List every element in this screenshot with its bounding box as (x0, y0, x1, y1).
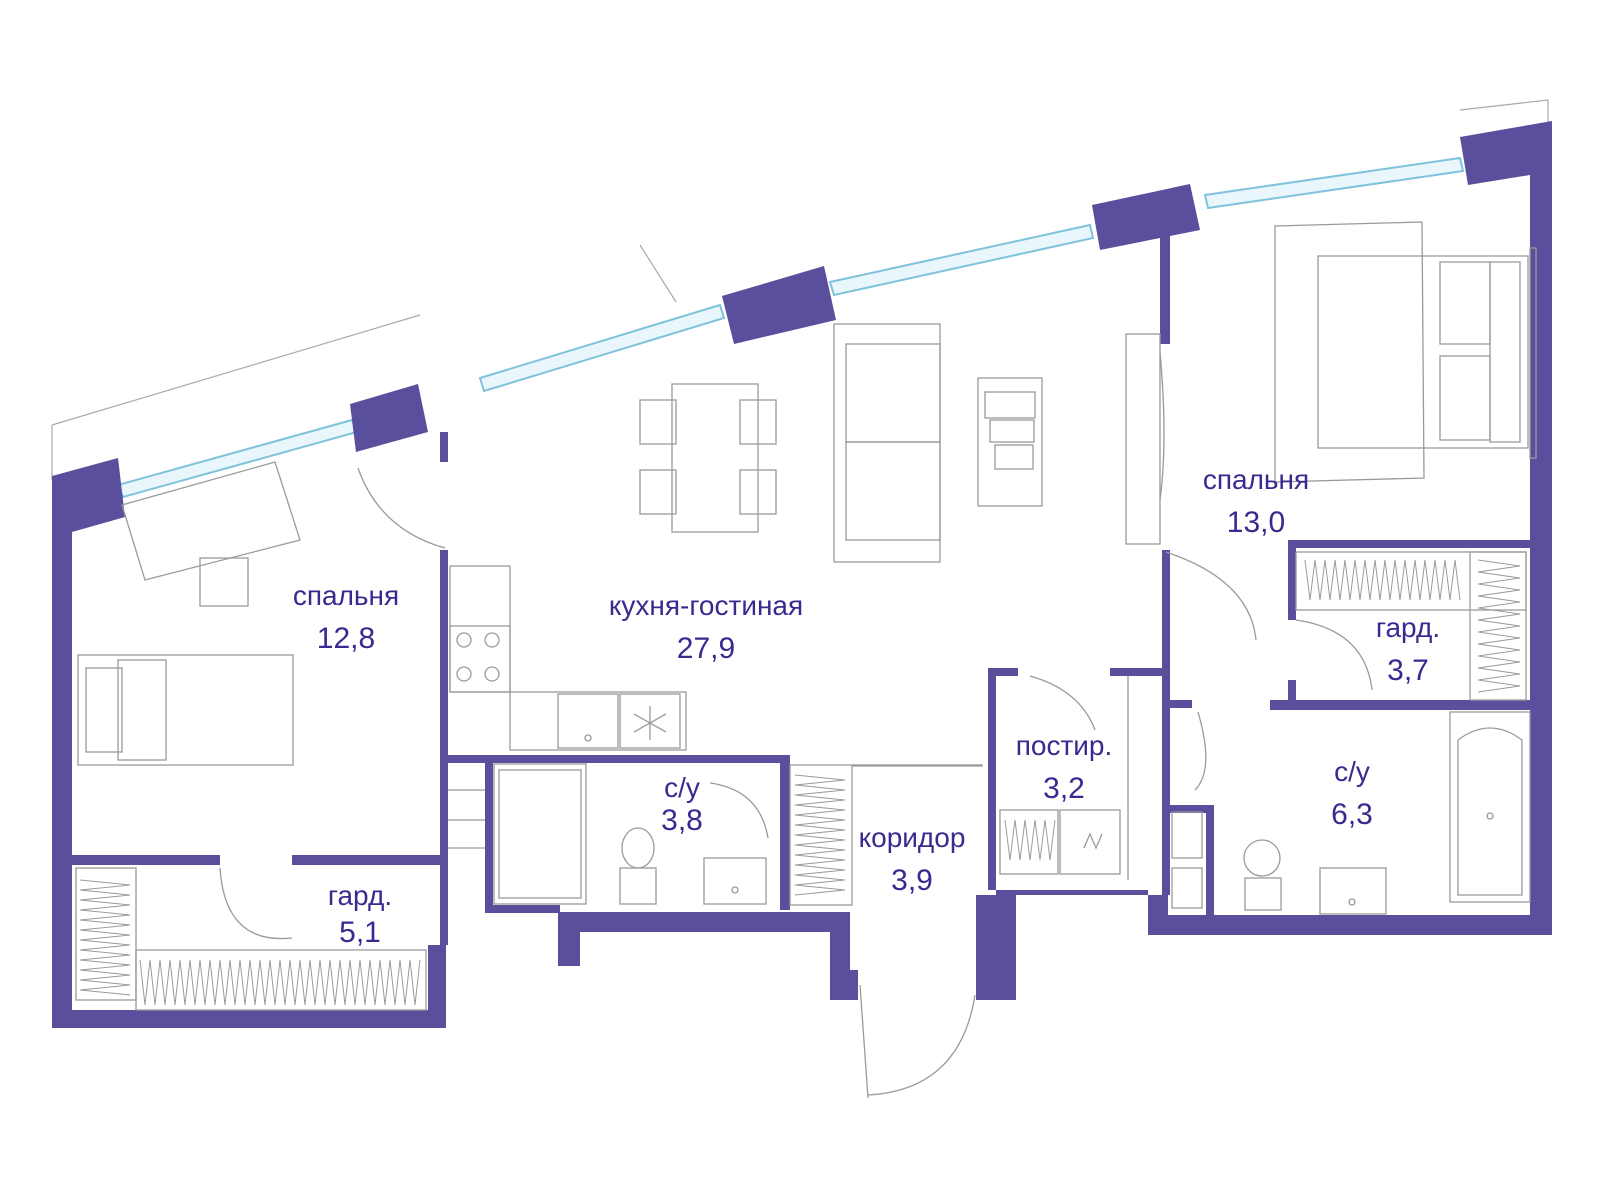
room-name: спальня (292, 580, 400, 611)
room-area: 3,9 (891, 864, 933, 897)
room-name: гард. (327, 880, 393, 911)
tv-unit (1125, 333, 1161, 545)
room-label-bedroom-left: спальня 12,8 (293, 582, 399, 654)
room-area: 5,1 (339, 916, 381, 949)
window-glazing (116, 156, 1465, 499)
laundry-fixtures (999, 675, 1129, 880)
room-area: 27,9 (676, 632, 736, 665)
dining-table (639, 383, 777, 533)
door-arc (867, 994, 976, 1096)
door-arc (1295, 619, 1373, 691)
room-label-bedroom-right: спальня 13,0 (1203, 466, 1309, 538)
kitchen (449, 565, 687, 751)
room-label-wardrobe-right: гард. 3,7 (1376, 614, 1440, 686)
door-arc (357, 467, 446, 549)
room-label-bath-right: с/у 6,3 (1331, 758, 1373, 830)
bathroom-right-fixtures (1171, 711, 1531, 915)
wardrobe-right-rail (1295, 551, 1527, 611)
room-name: гард. (1375, 612, 1441, 643)
wardrobe-left-rails (75, 867, 427, 1011)
room-label-corridor: коридор 3,9 (859, 824, 966, 896)
room-label-kitchen-living: кухня-гостиная 27,9 (609, 592, 803, 664)
room-name: с/у (1334, 756, 1370, 787)
room-label-wardrobe-left: гард. 5,1 (328, 882, 392, 948)
room-area: 3,8 (661, 804, 703, 837)
room-name: коридор (858, 822, 966, 853)
room-name: с/у (664, 772, 700, 803)
hanger-marks (79, 559, 1521, 1006)
walls (52, 121, 1552, 1028)
room-label-bath-center: с/у 3,8 (661, 774, 703, 836)
door-arc (219, 867, 293, 940)
desk (121, 461, 301, 581)
room-area: 13,0 (1226, 506, 1286, 539)
sofa (833, 323, 941, 563)
room-area: 6,3 (1331, 798, 1373, 831)
room-name: постир. (1015, 730, 1113, 761)
furniture (75, 221, 1537, 1099)
room-area: 3,7 (1387, 654, 1429, 687)
bed-right (1317, 255, 1529, 449)
coffee-table (977, 377, 1043, 507)
corridor-wardrobe (789, 764, 853, 906)
room-area: 3,2 (1043, 772, 1085, 805)
rug (1274, 221, 1425, 483)
door-arc (1165, 551, 1257, 641)
room-label-laundry: постир. 3,2 (1016, 732, 1113, 804)
room-name: спальня (1202, 464, 1310, 495)
bed-left (77, 654, 294, 766)
room-name: кухня-гостиная (608, 590, 804, 621)
bathroom-center-fixtures (448, 763, 769, 905)
desk-chair (199, 557, 249, 607)
room-area: 12,8 (316, 622, 376, 655)
